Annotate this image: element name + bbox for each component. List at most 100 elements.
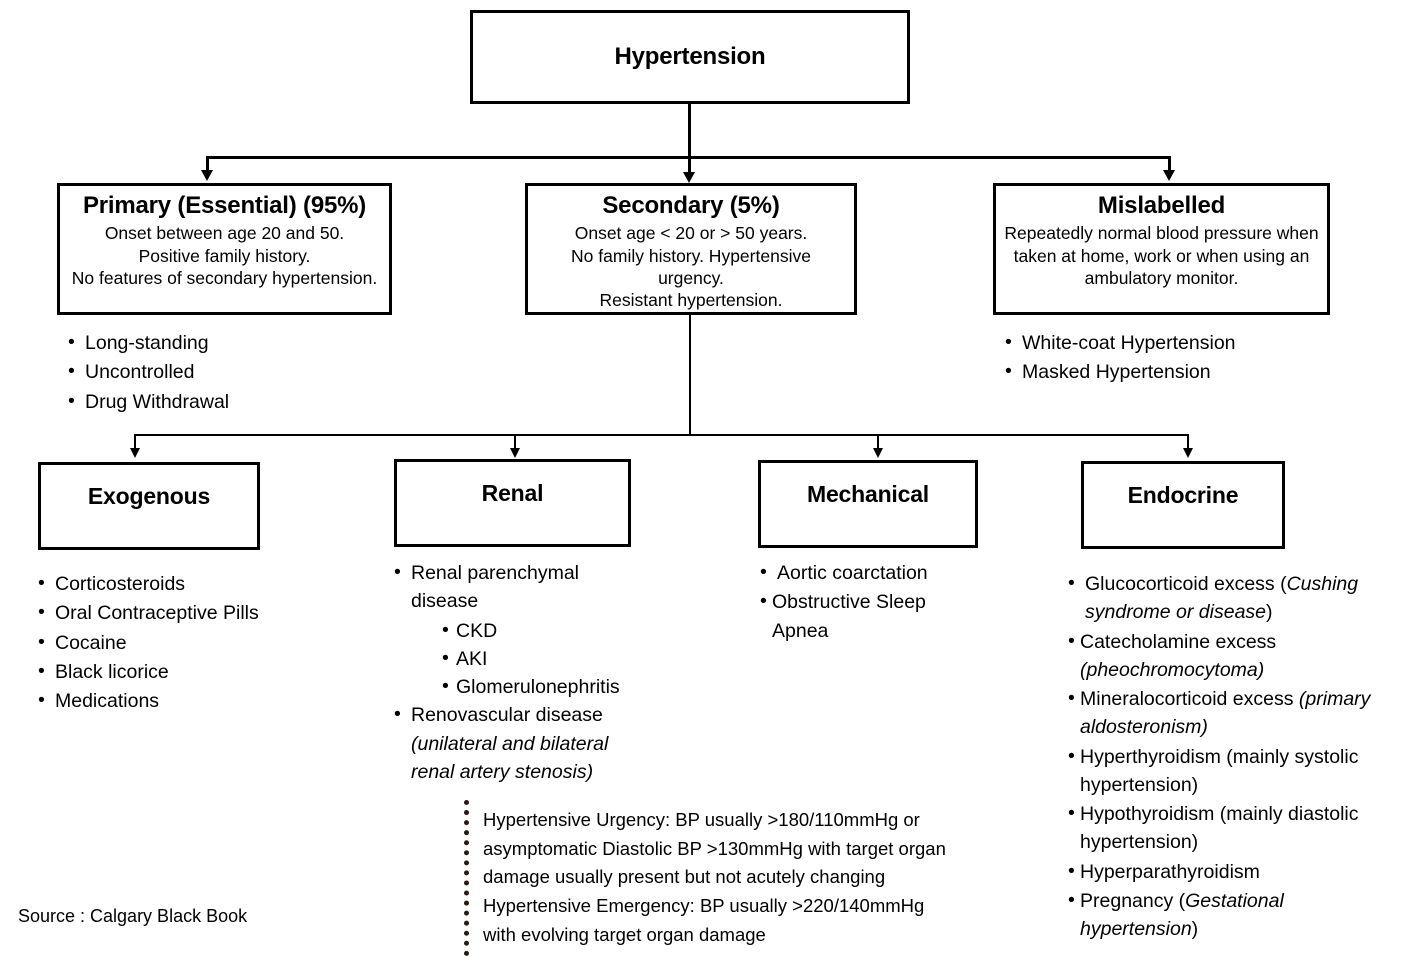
- list-item-emphasis: (pheochromocytoma): [1080, 658, 1265, 681]
- list-item: •Obstructive Sleep Apnea: [760, 588, 975, 645]
- list-item-label: White-coat Hypertension: [1022, 332, 1236, 354]
- arrow-to-exogenous: [130, 448, 140, 458]
- arrow-to-primary: [201, 170, 213, 181]
- node-hypertension: Hypertension: [470, 10, 910, 104]
- node-renal-title: Renal: [481, 480, 544, 506]
- list-item-label: Aortic coarctation: [777, 562, 928, 584]
- list-item: • Drug Withdrawal: [68, 388, 388, 416]
- list-item-label: Corticosteroids: [55, 573, 186, 595]
- node-mislabelled-line-2: taken at home, work or when using an: [1013, 245, 1310, 266]
- bullet-icon: •: [38, 659, 45, 682]
- node-secondary-line-1: Onset age < 20 or > 50 years.: [574, 223, 808, 244]
- note-line: Hypertensive Emergency: BP usually >220/…: [483, 895, 925, 917]
- list-item-label: Hyperparathyroidism: [1080, 860, 1260, 883]
- list-item-label: Oral Contraceptive Pills: [55, 602, 259, 625]
- node-secondary-title: Secondary (5%): [602, 192, 780, 219]
- connector-secondary-stem: [689, 315, 691, 436]
- node-mechanical-title: Mechanical: [807, 481, 929, 507]
- bullets-exogenous: • Corticosteroids • Oral Contraceptive Pil…: [38, 570, 368, 716]
- list-item: •White-coat Hypertension: [1005, 329, 1335, 357]
- bullet-icon: •: [38, 630, 45, 653]
- node-secondary: Secondary (5%) Onset age < 20 or > 50 ye…: [525, 183, 857, 315]
- connector-level1-right-drop: [1168, 156, 1171, 172]
- list-item: •Pregnancy (Gestational hypertension): [1068, 887, 1398, 944]
- list-item: • Black licorice: [38, 658, 368, 686]
- list-item: •Mineralocorticoid excess (primary aldos…: [1068, 685, 1398, 742]
- list-item: •Medications: [38, 687, 368, 715]
- bullet-icon: •: [38, 601, 45, 624]
- bullet-icon: •: [760, 590, 767, 613]
- list-item: •Glomerulonephritis: [394, 673, 644, 701]
- list-item-suffix: ): [1191, 918, 1199, 941]
- node-mechanical: Mechanical: [758, 460, 978, 548]
- note-hypertensive-crisis: Hypertensive Urgency: BP usually >180/11…: [483, 806, 953, 949]
- node-endocrine: Endocrine: [1081, 461, 1285, 549]
- connector-level2-drop-3: [877, 434, 879, 450]
- bullet-icon: •: [1068, 629, 1075, 652]
- list-item: •Uncontrolled: [68, 358, 388, 386]
- list-item: •AKI: [394, 645, 644, 673]
- list-item-label: Obstructive Sleep Apnea: [772, 591, 926, 642]
- node-secondary-line-3: Resistant hypertension.: [599, 290, 783, 311]
- list-item: •Masked Hypertension: [1005, 358, 1335, 386]
- connector-level2-drop-1: [134, 434, 136, 450]
- arrow-to-renal: [510, 448, 520, 458]
- bullet-icon: •: [394, 703, 401, 726]
- list-item-label: Hypothyroidism (mainly diastolic hyperte…: [1080, 803, 1359, 854]
- bullet-icon: •: [1068, 802, 1075, 825]
- list-item: •Renovascular disease (unilateral and bi…: [394, 701, 644, 786]
- list-item: • Renal parenchymal disease: [394, 559, 644, 616]
- list-item-label: Renal parenchymal disease: [411, 562, 580, 613]
- bullet-icon: •: [442, 618, 449, 641]
- note-line: asymptomatic Diastolic BP >130mmHg with …: [483, 837, 946, 859]
- bullet-icon: •: [1068, 744, 1075, 767]
- node-renal: Renal: [394, 459, 631, 547]
- list-item-emphasis: (primary aldosteronism): [1080, 688, 1371, 739]
- list-item: • Oral Contraceptive Pills: [38, 599, 368, 627]
- connector-level2-drop-4: [1187, 434, 1189, 450]
- bullets-primary: • Long-standing •Uncontrolled • Drug Withd…: [68, 329, 388, 417]
- list-item: • Long-standing: [68, 329, 388, 357]
- bullet-icon: •: [1005, 360, 1012, 383]
- connector-level1-left-drop: [206, 156, 209, 172]
- source-attribution: Source : Calgary Black Book: [18, 906, 248, 926]
- list-item-label: Drug Withdrawal: [85, 390, 230, 413]
- list-item-label: Uncontrolled: [85, 361, 195, 384]
- bullet-icon: •: [394, 561, 401, 583]
- node-primary-essential: Primary (Essential) (95%) Onset between …: [57, 183, 392, 315]
- bullet-icon: •: [38, 572, 45, 594]
- node-endocrine-title: Endocrine: [1127, 482, 1239, 508]
- node-primary-title: Primary (Essential) (95%): [82, 192, 367, 219]
- arrow-to-mechanical: [873, 448, 883, 458]
- list-item-label: CKD: [456, 619, 498, 642]
- list-item: •Catecholamine excess (pheochromocytoma): [1068, 628, 1398, 685]
- bullet-icon: •: [442, 675, 449, 698]
- bullets-endocrine: • Glucocorticoid excess (Cushing syndrome…: [1068, 570, 1398, 944]
- list-item-emphasis: Cushing syndrome or disease: [1085, 573, 1359, 624]
- node-secondary-line-2: No family history. Hypertensive urgency.: [571, 245, 811, 289]
- list-item-label: Long-standing: [85, 332, 209, 354]
- connector-level1-mid-drop: [688, 156, 691, 176]
- list-item-label: Hyperthyroidism (mainly systolic hyperte…: [1080, 745, 1359, 796]
- node-mislabelled: Mislabelled Repeatedly normal blood pres…: [993, 183, 1330, 315]
- connector-root-stem: [688, 104, 691, 158]
- list-item: •Glucocorticoid excess (Cushing syndrome…: [1068, 570, 1398, 627]
- note-dotted-divider: [464, 800, 469, 956]
- connector-level2-bar: [134, 434, 1188, 436]
- node-primary-line-2: Positive family history.: [138, 245, 311, 266]
- list-item-label: Black licorice: [55, 660, 169, 683]
- note-line: damage usually present but not acutely c…: [483, 866, 886, 888]
- note-line: Hypertensive Urgency: BP usually >180/11…: [483, 809, 920, 830]
- list-item-label: Glucocorticoid excess (: [1085, 573, 1287, 595]
- bullet-icon: •: [68, 389, 75, 412]
- arrow-to-mislabelled: [1163, 170, 1175, 181]
- note-line: with evolving target organ damage: [483, 923, 766, 945]
- list-item-label: Cocaine: [55, 631, 127, 654]
- list-item-label: Pregnancy (: [1080, 889, 1186, 912]
- node-primary-line-1: Onset between age 20 and 50.: [104, 223, 345, 244]
- bullet-icon: •: [68, 331, 75, 353]
- bullets-renal: • Renal parenchymal disease • CKD •AKI •Gl…: [394, 559, 644, 787]
- bullet-icon: •: [38, 689, 45, 712]
- list-item-label: Catecholamine excess: [1080, 630, 1277, 653]
- list-item-emphasis: (unilateral and bilateral renal artery s…: [411, 732, 609, 783]
